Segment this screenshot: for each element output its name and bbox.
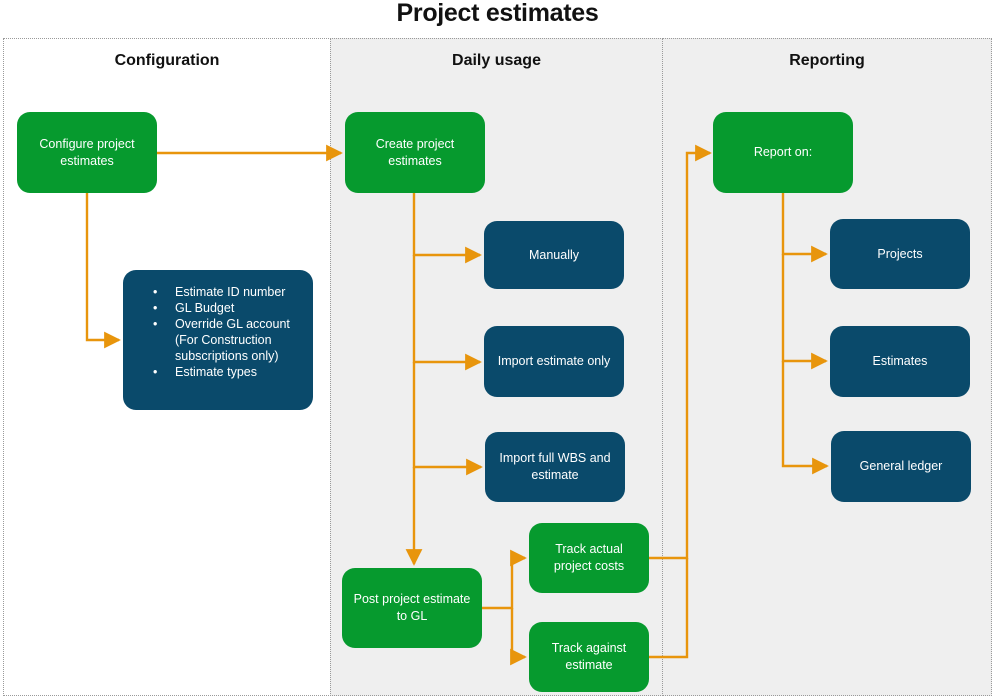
edge-track-estimate-to-rail — [649, 558, 689, 659]
node-report-on[interactable]: Report on: — [713, 112, 853, 193]
list-item: Override GL account — [139, 316, 303, 332]
edge-track-actual-to-report — [649, 144, 712, 560]
node-label: Projects — [877, 246, 923, 261]
edge-post-gl-to-track-actual — [482, 549, 527, 610]
list-item-continuation: subscriptions only) — [175, 349, 279, 363]
config-details-list: Estimate ID number GL Budget Override GL… — [139, 284, 303, 380]
node-create-project-estimates[interactable]: Create project estimates — [345, 112, 485, 193]
lane-title-daily-usage: Daily usage — [452, 52, 541, 69]
node-import-full-wbs-and-estimate[interactable]: Import full WBS and estimate — [485, 432, 625, 502]
edge-post-gl-to-track-estimate — [510, 608, 527, 666]
list-item: Estimate types — [139, 364, 303, 380]
node-estimates[interactable]: Estimates — [830, 326, 970, 397]
node-label: Import estimate only — [497, 354, 611, 368]
edge-report-to-estimates — [781, 254, 828, 370]
node-track-actual-project-costs[interactable]: Track actual project costs — [529, 523, 649, 593]
edge-report-to-general-ledger — [781, 361, 829, 475]
node-post-project-estimate-to-gl[interactable]: Post project estimate to GL — [342, 568, 482, 648]
node-label: Track actual project costs — [553, 542, 625, 573]
edge-create-to-import-estimate — [412, 255, 482, 371]
node-import-estimate-only[interactable]: Import estimate only — [484, 326, 624, 397]
node-manually[interactable]: Manually — [484, 221, 624, 289]
node-label: General ledger — [859, 459, 943, 473]
node-label: Manually — [528, 247, 580, 262]
node-label: Import full WBS and estimate — [499, 451, 611, 482]
node-config-details[interactable]: Estimate ID number GL Budget Override GL… — [123, 270, 313, 410]
edge-create-to-manually — [412, 192, 482, 264]
lane-title-configuration: Configuration — [114, 52, 220, 69]
list-item-continuation: (For Construction — [175, 333, 272, 347]
node-label: Create project estimates — [375, 136, 455, 168]
node-label: Estimates — [872, 354, 928, 368]
node-track-against-estimate[interactable]: Track against estimate — [529, 622, 649, 692]
node-label: Configure project estimates — [39, 136, 135, 168]
node-general-ledger[interactable]: General ledger — [831, 431, 971, 502]
list-item: GL Budget — [139, 300, 303, 316]
edge-configure-to-details — [85, 192, 121, 349]
node-label: Report on: — [753, 145, 813, 159]
node-projects[interactable]: Projects — [830, 219, 970, 289]
edge-report-to-projects — [781, 192, 828, 263]
node-label: Post project estimate to GL — [353, 592, 471, 623]
lane-title-reporting: Reporting — [789, 52, 865, 69]
edge-create-to-import-wbs — [412, 362, 483, 476]
list-item: Estimate ID number — [139, 284, 303, 300]
node-configure-project-estimates[interactable]: Configure project estimates — [17, 112, 157, 193]
node-label: Track against estimate — [551, 641, 627, 672]
page-title: Project estimates — [396, 0, 599, 27]
